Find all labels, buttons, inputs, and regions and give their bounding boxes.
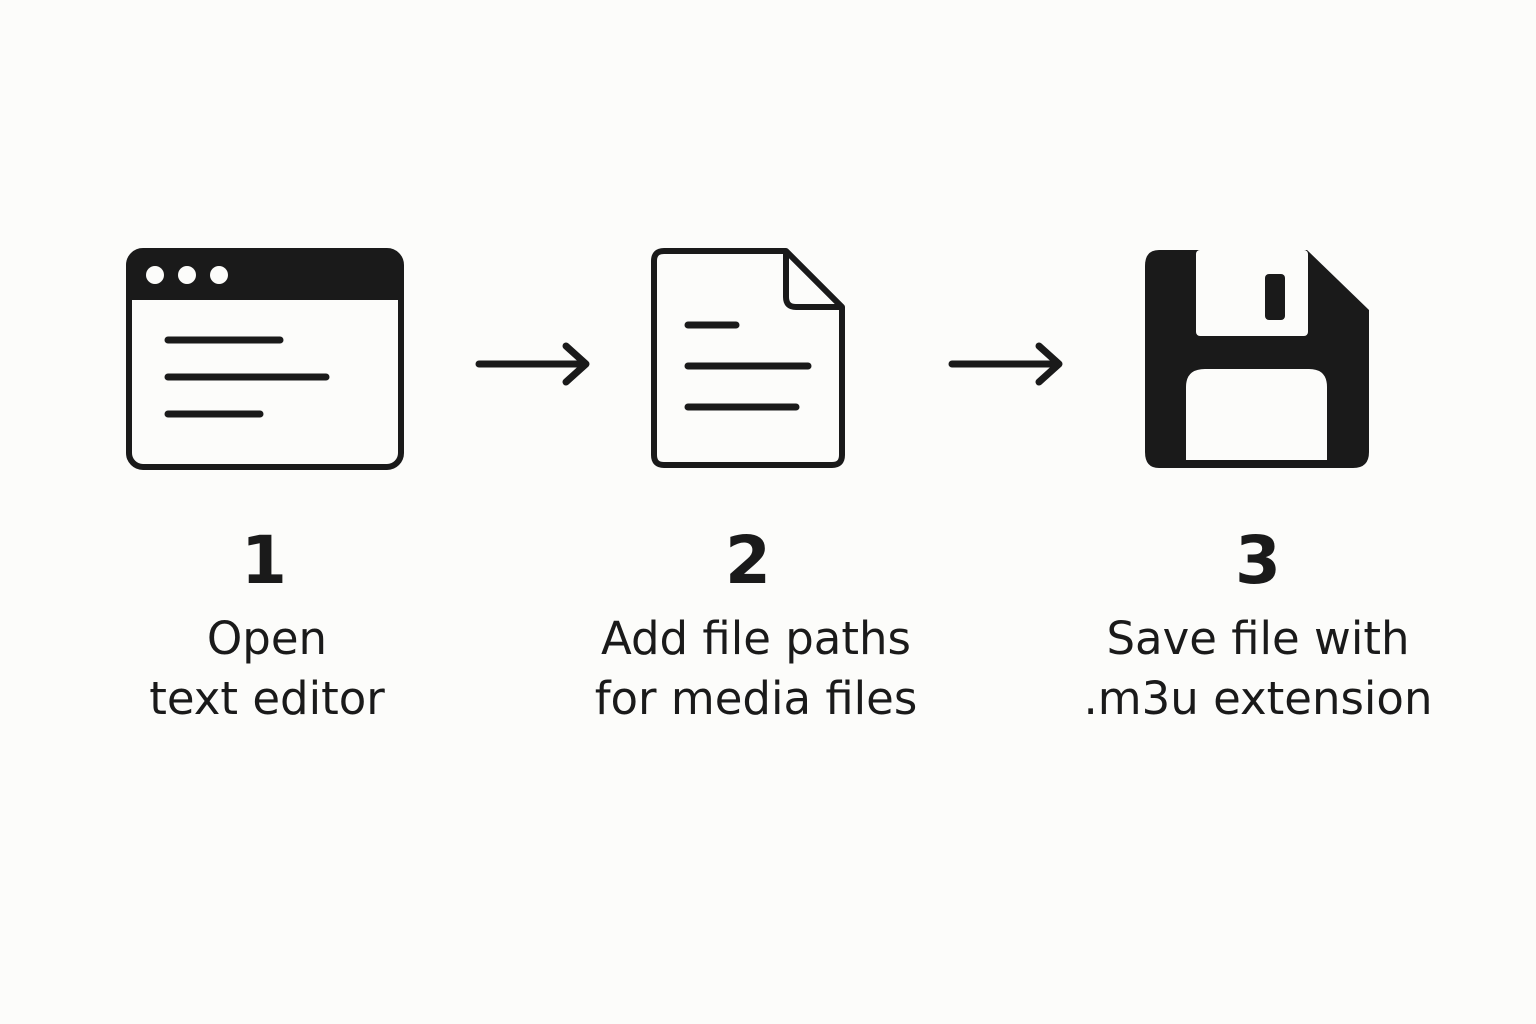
step-1-label: Open text editor xyxy=(37,609,497,729)
step-3-number: 3 xyxy=(1235,522,1281,599)
step-2-label-line1: Add file paths xyxy=(600,612,911,665)
step-2-label-line2: for media files xyxy=(594,672,918,725)
document-icon xyxy=(650,247,848,471)
step-2-number: 2 xyxy=(725,522,771,599)
arrow-right-icon xyxy=(474,341,596,391)
floppy-disk-save-icon xyxy=(1143,248,1371,470)
step-1-label-line1: Open xyxy=(206,612,328,665)
step-1-label-line2: text editor xyxy=(149,672,385,725)
step-2-label: Add file paths for media files xyxy=(526,609,986,729)
arrow-right-icon xyxy=(947,341,1069,391)
step-1-number: 1 xyxy=(241,522,287,599)
text-editor-window-icon xyxy=(126,248,404,470)
step-3-label-line1: Save file with xyxy=(1106,612,1410,665)
step-3-label-line2: .m3u extension xyxy=(1083,672,1433,725)
step-3-label: Save file with .m3u extension xyxy=(1028,609,1488,729)
